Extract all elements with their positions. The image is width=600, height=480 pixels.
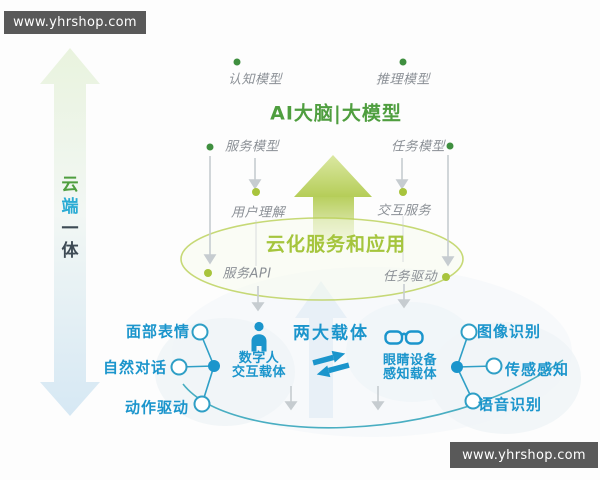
digital-human-icon	[251, 321, 267, 352]
cloud-device-axis-label: 云 端 一 体	[62, 176, 79, 260]
watermark-top-left: www.yhrshop.com	[4, 11, 146, 34]
service-model-label: 服务模型	[224, 139, 280, 155]
cloud-device-axis-arrow	[40, 48, 100, 416]
cloud-services-ellipse	[180, 217, 464, 301]
cognitive-model-label: 认知模型	[227, 72, 283, 88]
natural-dialogue-label: 自然对话	[102, 358, 168, 377]
reasoning-model-label: 推理模型	[375, 72, 431, 88]
right-cluster-nodes	[460, 323, 503, 410]
sensor-perception-label: 传感感知	[504, 360, 570, 379]
axis-char: 一	[61, 219, 79, 239]
cloud-services-title: 云化服务和应用	[265, 233, 407, 256]
digital-human-label-line2: 交互载体	[231, 365, 287, 380]
ai-brain-title: AI大脑|大模型	[270, 102, 402, 125]
service-dots	[204, 188, 450, 281]
faint-up-arrow	[295, 281, 347, 418]
green-up-arrow-head	[294, 155, 372, 197]
service-api-label: 服务API	[222, 266, 272, 282]
left-cluster-hub	[208, 360, 220, 372]
facial-expression-label: 面部表情	[125, 322, 191, 341]
axis-char: 端	[61, 197, 79, 217]
glasses-device-label-line1: 眼睛设备	[382, 353, 438, 368]
two-carriers-title: 两大载体	[293, 323, 369, 344]
task-model-label: 任务模型	[390, 139, 446, 155]
left-cluster-nodes	[170, 323, 211, 413]
speech-recognition-label: 语音识别	[477, 395, 543, 414]
right-cluster-hub	[451, 361, 463, 373]
image-recognition-label: 图像识别	[476, 322, 542, 341]
axis-char: 云	[61, 175, 79, 195]
action-driven-label: 动作驱动	[124, 398, 190, 417]
glasses-device-label-line2: 感知载体	[382, 367, 438, 382]
carriers-arc	[182, 359, 564, 429]
exchange-arrows-icon	[312, 350, 350, 378]
task-driven-label: 任务驱动	[382, 269, 438, 285]
axis-char: 体	[61, 241, 79, 261]
glasses-icon	[384, 330, 424, 345]
user-understanding-label: 用户理解	[230, 205, 286, 221]
digital-human-label-line1: 数字人	[238, 351, 280, 366]
connector-arrows	[203, 155, 455, 411]
interaction-service-label: 交互服务	[376, 203, 432, 219]
watermark-bottom-right: www.yhrshop.com	[450, 442, 598, 468]
model-dots	[206, 58, 454, 151]
